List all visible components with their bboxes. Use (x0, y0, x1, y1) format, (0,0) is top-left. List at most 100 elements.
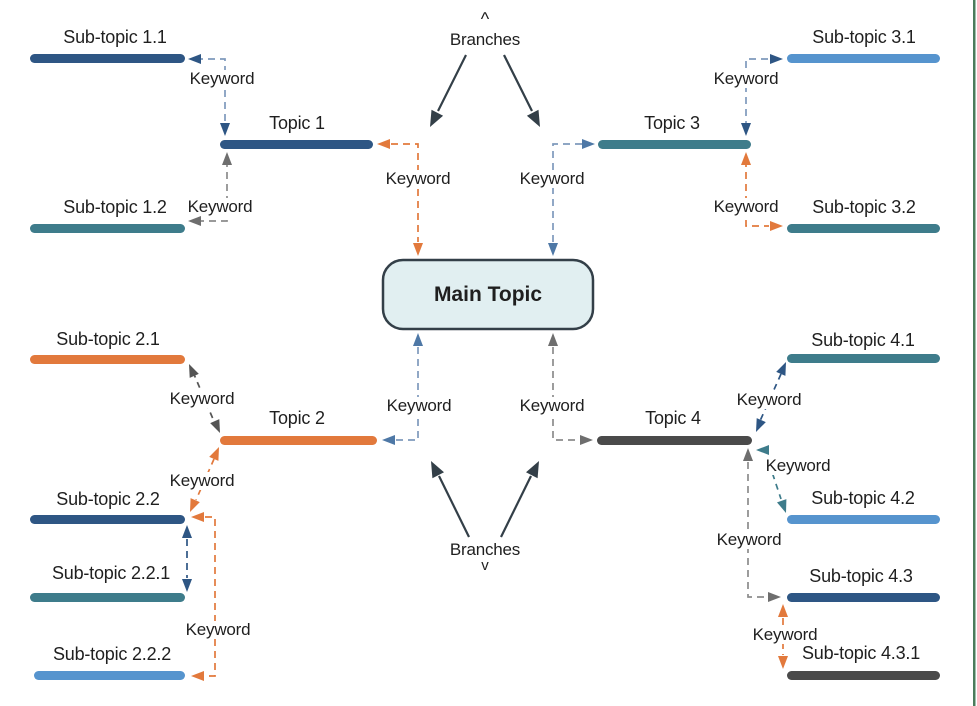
keyword-label-sub22-sub222: Keyword (182, 621, 254, 639)
subtopic-1-1-bar[interactable] (30, 54, 185, 63)
connector-line (205, 516, 216, 677)
connector-line (396, 347, 419, 441)
connector-topic1-subtopic11 (188, 54, 230, 136)
branches-bottom-caret-icon: v (481, 557, 489, 574)
arrowhead-up-icon (778, 604, 788, 617)
arrowhead-right-icon (768, 592, 781, 602)
arrowhead-downright-icon (210, 419, 220, 433)
subtopic-2-2-bar[interactable] (30, 515, 185, 524)
subtopic-2-1-label[interactable]: Sub-topic 2.1 (56, 329, 160, 349)
keyword-label-topic1-sub11: Keyword (186, 70, 258, 88)
arrowhead-right-icon (770, 54, 783, 64)
arrowhead-down-icon (778, 656, 788, 669)
branches-bottom-arrows (431, 461, 539, 538)
arrowhead-left-icon (377, 139, 390, 149)
subtopic-2-2-2-bar[interactable] (34, 671, 185, 680)
subtopic-4-3-1-label[interactable]: Sub-topic 4.3.1 (801, 643, 921, 663)
arrowhead-downleft-icon (756, 418, 766, 432)
arrowhead-upright-icon (776, 362, 786, 376)
topic-2-label[interactable]: Topic 2 (269, 408, 325, 428)
topic-3-bar[interactable] (598, 140, 751, 149)
arrowhead-up-icon (548, 333, 558, 346)
topic-1-label[interactable]: Topic 1 (269, 113, 325, 133)
subtopic-2-2-label[interactable]: Sub-topic 2.2 (56, 489, 160, 509)
subtopic-2-1-bar[interactable] (30, 355, 185, 364)
keyword-label-topic2-sub21: Keyword (166, 390, 238, 408)
arrowhead-up-icon (222, 152, 232, 165)
keyword-label-topic1-sub12: Keyword (184, 198, 256, 216)
subtopic-2-2-1-bar[interactable] (30, 593, 185, 602)
connector-topic4-subtopic42 (756, 445, 787, 513)
arrowhead-up-icon (743, 448, 753, 461)
connector-line (552, 347, 579, 441)
connector-line (745, 160, 769, 227)
arrowhead-right-icon (580, 435, 593, 445)
arrowhead-upright-icon (209, 447, 219, 461)
subtopic-1-2-label[interactable]: Sub-topic 1.2 (63, 197, 167, 217)
arrowhead-downright-icon (526, 109, 540, 127)
subtopic-3-2-bar[interactable] (787, 224, 940, 233)
connector-maintopic-topic3 (548, 139, 595, 256)
topic-4-bar[interactable] (597, 436, 752, 445)
subtopic-1-1-label[interactable]: Sub-topic 1.1 (63, 27, 167, 47)
connector-topic2-subtopic21 (189, 364, 220, 433)
branches-top-label: Branches (449, 30, 521, 49)
subtopic-4-3-label[interactable]: Sub-topic 4.3 (809, 566, 913, 586)
arrowhead-left-icon (188, 216, 201, 226)
subtopic-4-2-bar[interactable] (787, 515, 940, 524)
arrowhead-up-icon (182, 525, 192, 538)
node-bars (30, 54, 940, 680)
branch-arrow-line (503, 54, 533, 112)
arrowhead-up-icon (741, 152, 751, 165)
connector-line (745, 58, 769, 128)
keyword-label-topic2-sub22: Keyword (166, 472, 238, 490)
connector-line (196, 58, 226, 128)
subtopic-3-1-bar[interactable] (787, 54, 940, 63)
topic-3-label[interactable]: Topic 3 (644, 113, 700, 133)
subtopic-2-2-2-label[interactable]: Sub-topic 2.2.2 (52, 644, 172, 664)
arrowhead-right-icon (770, 221, 783, 231)
subtopic-4-1-bar[interactable] (787, 354, 940, 363)
branches-top-caret-icon: ^ (480, 9, 490, 29)
arrowhead-left-icon (756, 445, 769, 455)
arrowhead-right-icon (582, 139, 595, 149)
keyword-label-topic4-sub42: Keyword (762, 457, 834, 475)
arrowhead-upleft-icon (189, 364, 199, 378)
connector-line (747, 462, 767, 598)
branch-arrow-line (437, 54, 467, 112)
arrowhead-downleft-icon (190, 498, 200, 512)
arrowhead-down-icon (220, 123, 230, 136)
topic-2-bar[interactable] (220, 436, 377, 445)
keyword-label-main-topic2: Keyword (383, 397, 455, 415)
main-topic-label[interactable]: Main Topic (433, 282, 543, 306)
subtopic-1-2-bar[interactable] (30, 224, 185, 233)
topic-4-label[interactable]: Topic 4 (645, 408, 701, 428)
keyword-label-topic4-sub41: Keyword (733, 391, 805, 409)
subtopic-4-2-label[interactable]: Sub-topic 4.2 (811, 488, 915, 508)
subtopic-4-1-label[interactable]: Sub-topic 4.1 (811, 330, 915, 350)
page-edge-border (973, 0, 976, 706)
arrowhead-upright-icon (526, 461, 539, 479)
arrowhead-left-icon (382, 435, 395, 445)
connector-maintopic-topic1 (377, 139, 423, 256)
keyword-label-sub43-sub431: Keyword (749, 626, 821, 644)
arrowhead-down-icon (741, 123, 751, 136)
subtopic-3-2-label[interactable]: Sub-topic 3.2 (812, 197, 916, 217)
connector-maintopic-topic4 (548, 333, 593, 445)
topic-1-bar[interactable] (220, 140, 373, 149)
subtopic-4-3-bar[interactable] (787, 593, 940, 602)
subtopic-3-1-label[interactable]: Sub-topic 3.1 (812, 27, 916, 47)
connector-topic1-subtopic12 (188, 152, 232, 226)
connector-topic3-subtopic31 (741, 54, 783, 136)
connector-subtopic22-subtopic221 (182, 525, 192, 592)
arrowhead-left-icon (191, 512, 204, 522)
connector-topic4-subtopic43 (743, 448, 781, 602)
subtopic-2-2-1-label[interactable]: Sub-topic 2.2.1 (51, 563, 171, 583)
subtopic-4-3-1-bar[interactable] (787, 671, 940, 680)
keyword-label-topic3-sub31: Keyword (710, 70, 782, 88)
arrowhead-down-icon (413, 243, 423, 256)
keyword-label-main-topic3: Keyword (516, 170, 588, 188)
main-topic-node[interactable] (381, 258, 595, 331)
